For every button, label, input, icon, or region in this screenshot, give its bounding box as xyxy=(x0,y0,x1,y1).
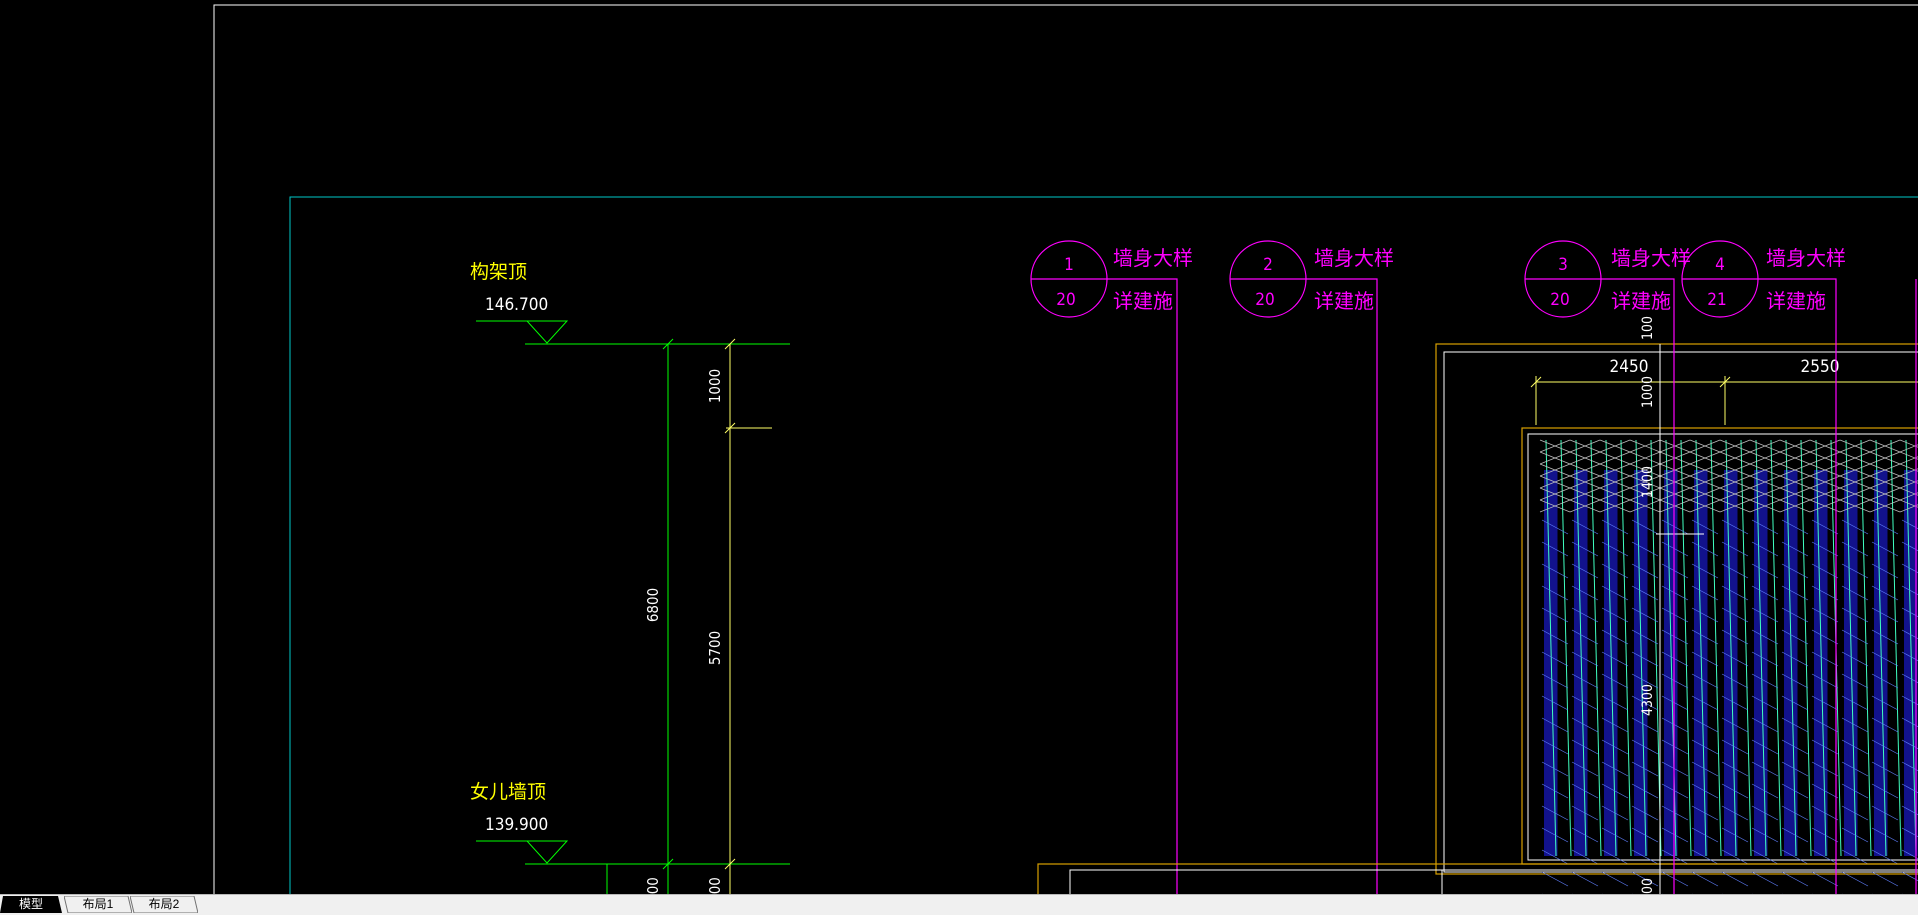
elevation-panel: 2450 2550 100 1000 1400 4300 400 xyxy=(1037,316,1918,894)
level-name-top: 构架顶 xyxy=(470,261,527,283)
level-marker-bottom: 女儿墙顶 139.900 xyxy=(470,781,790,865)
callout-title: 墙身大样 xyxy=(1766,246,1846,270)
callout-ref: 详建施 xyxy=(1766,289,1826,313)
vertical-dimensions: 6800 400 1000 5700 400 xyxy=(606,338,772,894)
callout-ref: 详建施 xyxy=(1113,289,1173,313)
dim-bottom-left: 400 xyxy=(644,877,662,894)
callout-1[interactable]: 1 20 墙身大样 详建施 xyxy=(1030,240,1193,894)
layout-tab-bar: 模型 布局1 布局2 xyxy=(0,894,1918,915)
tab-layout1[interactable]: 布局1 xyxy=(64,896,132,913)
dim-panel-upper: 1400 xyxy=(1640,466,1656,498)
callout-title: 墙身大样 xyxy=(1314,246,1394,270)
callout-title: 墙身大样 xyxy=(1113,246,1193,270)
dim-panel-top-offset: 100 xyxy=(1640,316,1656,340)
tab-layout2[interactable]: 布局2 xyxy=(130,896,198,913)
level-name-bottom: 女儿墙顶 xyxy=(470,781,546,803)
tab-layout1-label: 布局1 xyxy=(82,897,114,911)
callout-number: 3 xyxy=(1558,255,1568,275)
callout-3[interactable]: 3 20 墙身大样 详建施 xyxy=(1524,240,1691,894)
dim-top: 1000 xyxy=(706,369,724,403)
callout-sheet: 20 xyxy=(1255,290,1274,310)
callout-sheet: 20 xyxy=(1550,290,1569,310)
dim-bottom-right: 400 xyxy=(706,877,724,894)
level-elevation-bottom: 139.900 xyxy=(485,815,548,835)
tab-model[interactable]: 模型 xyxy=(0,896,62,913)
cad-drawing[interactable]: 构架顶 146.700 女儿墙顶 139.900 6800 400 1000 5… xyxy=(0,0,1918,894)
level-elevation-top: 146.700 xyxy=(485,295,548,315)
callout-number: 2 xyxy=(1263,255,1273,275)
curtain-wall-hatch xyxy=(1539,439,1918,894)
callout-number: 4 xyxy=(1715,255,1725,275)
dim-panel-lower: 4300 xyxy=(1640,684,1656,716)
tab-layout2-label: 布局2 xyxy=(148,897,180,911)
callout-sheet: 20 xyxy=(1056,290,1075,310)
callout-number: 1 xyxy=(1064,255,1074,275)
callout-title: 墙身大样 xyxy=(1611,246,1691,270)
dim-panel-left: 2450 xyxy=(1610,357,1649,377)
level-marker-top: 构架顶 146.700 xyxy=(470,261,790,345)
callout-4[interactable]: 4 21 墙身大样 详建施 xyxy=(1681,240,1846,894)
paper-border xyxy=(213,4,1918,894)
callout-sheet: 21 xyxy=(1707,290,1726,310)
callout-2[interactable]: 2 20 墙身大样 详建施 xyxy=(1229,240,1394,894)
dim-panel-right: 2550 xyxy=(1801,357,1840,377)
tab-model-label: 模型 xyxy=(18,897,43,911)
drawing-frame xyxy=(289,196,1918,894)
dim-panel-frame: 1000 xyxy=(1640,376,1656,408)
dim-panel-bottom: 400 xyxy=(1640,878,1656,894)
dim-total: 6800 xyxy=(644,588,662,622)
drawing-canvas[interactable]: 构架顶 146.700 女儿墙顶 139.900 6800 400 1000 5… xyxy=(0,0,1918,894)
callout-ref: 详建施 xyxy=(1611,289,1671,313)
dim-middle: 5700 xyxy=(706,631,724,665)
callout-ref: 详建施 xyxy=(1314,289,1374,313)
